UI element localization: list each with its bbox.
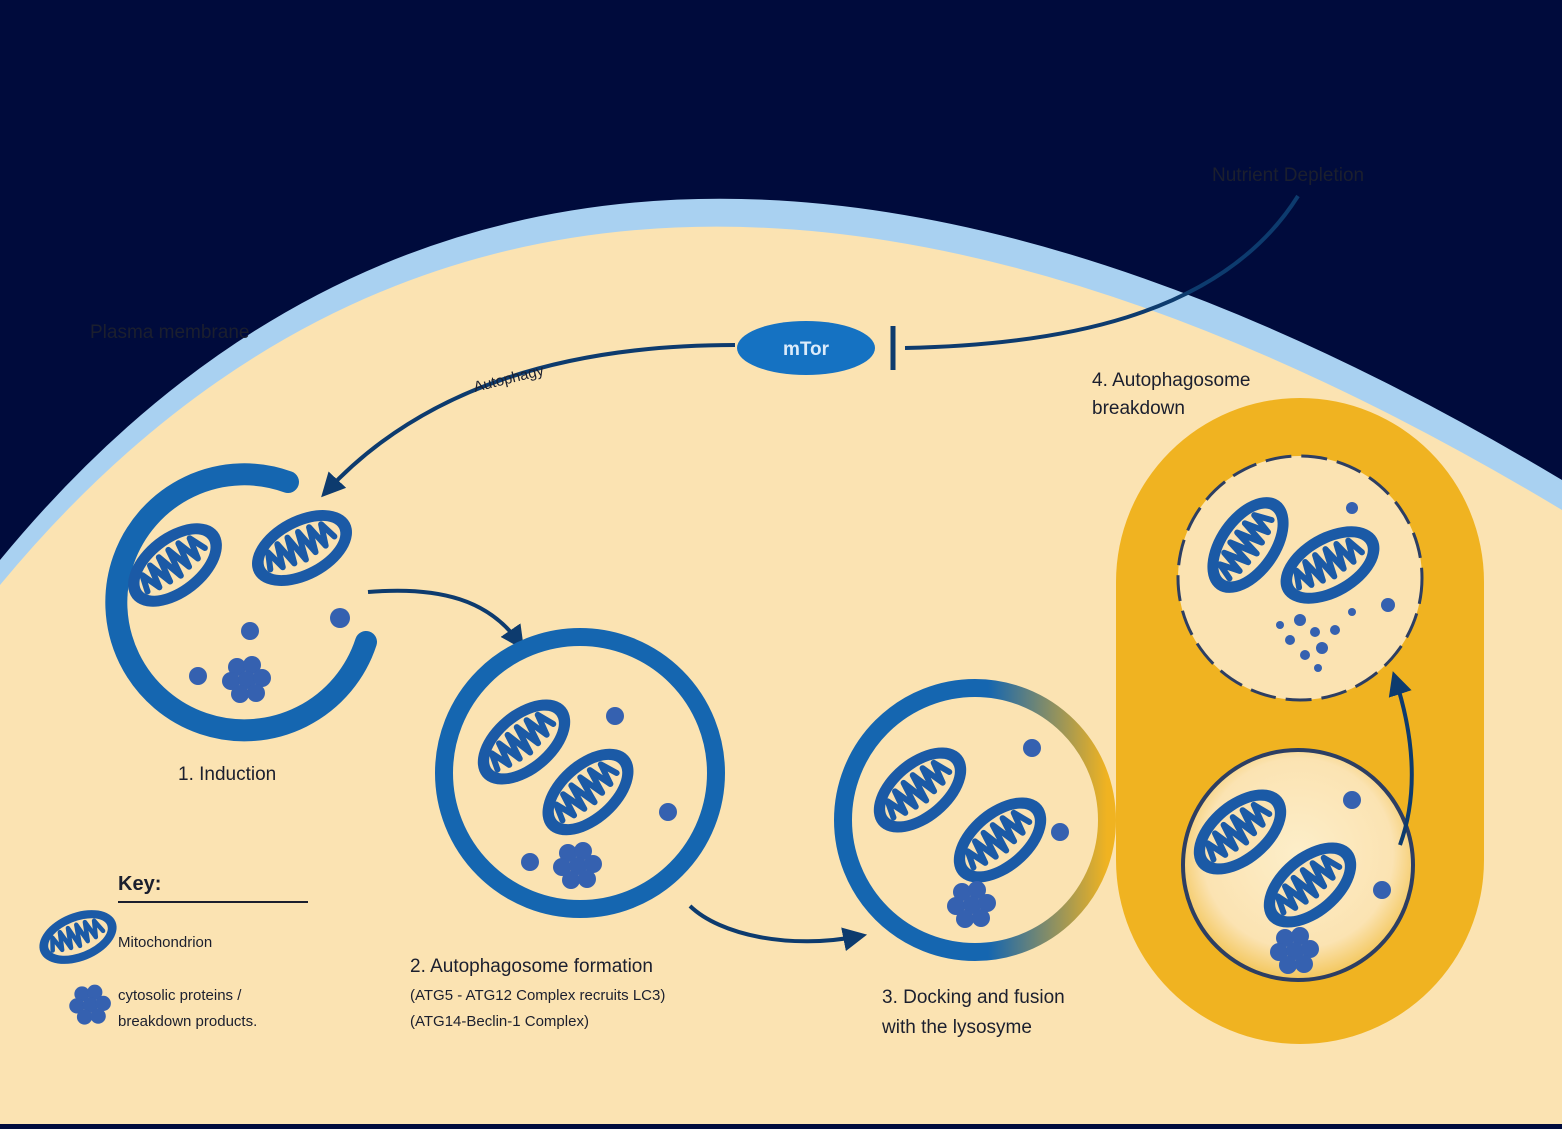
breakdown-vesicle [1176,454,1424,702]
legend-proteins-line1: cytosolic proteins / [118,987,242,1004]
fused-vesicle [1178,748,1415,982]
step2-label-line3: (ATG14-Beclin-1 Complex) [410,1013,589,1030]
induction-phagophore [105,463,377,742]
docking-vesicle [834,679,1116,961]
step1-label: 1. Induction [178,764,276,785]
legend: Key: Mitochondrion cytosolic proteins / … [31,873,308,1030]
nutrient-depletion-line [904,194,1300,350]
degraded-fragments [1276,502,1395,672]
plasma-membrane-label: Plasma membrane [90,322,249,343]
step2-label-line2: (ATG5 - ATG12 Complex recruits LC3) [410,987,665,1004]
nutrient-depletion-label: Nutrient Depletion [1212,165,1364,186]
step4-label-line2: breakdown [1092,398,1185,419]
step3-label-line1: 3. Docking and fusion [882,987,1065,1008]
arrow-fusion-to-breakdown [1388,671,1414,846]
mtor-node [737,321,875,375]
step3-label-line2: with the lysosyme [881,1017,1032,1038]
mtor-label: mTor [783,339,830,360]
step2-label-line1: 2. Autophagosome formation [410,956,653,977]
arrow-formation-to-docking [688,904,868,952]
step4-label-line1: 4. Autophagosome [1092,370,1250,391]
arrow-induction-to-formation [367,588,525,650]
autophagy-arrow [321,343,736,498]
legend-title: Key: [118,873,161,895]
legend-mitochondrion-label: Mitochondrion [118,934,212,951]
legend-proteins-line2: breakdown products. [118,1013,257,1030]
autophagosome [435,628,725,918]
